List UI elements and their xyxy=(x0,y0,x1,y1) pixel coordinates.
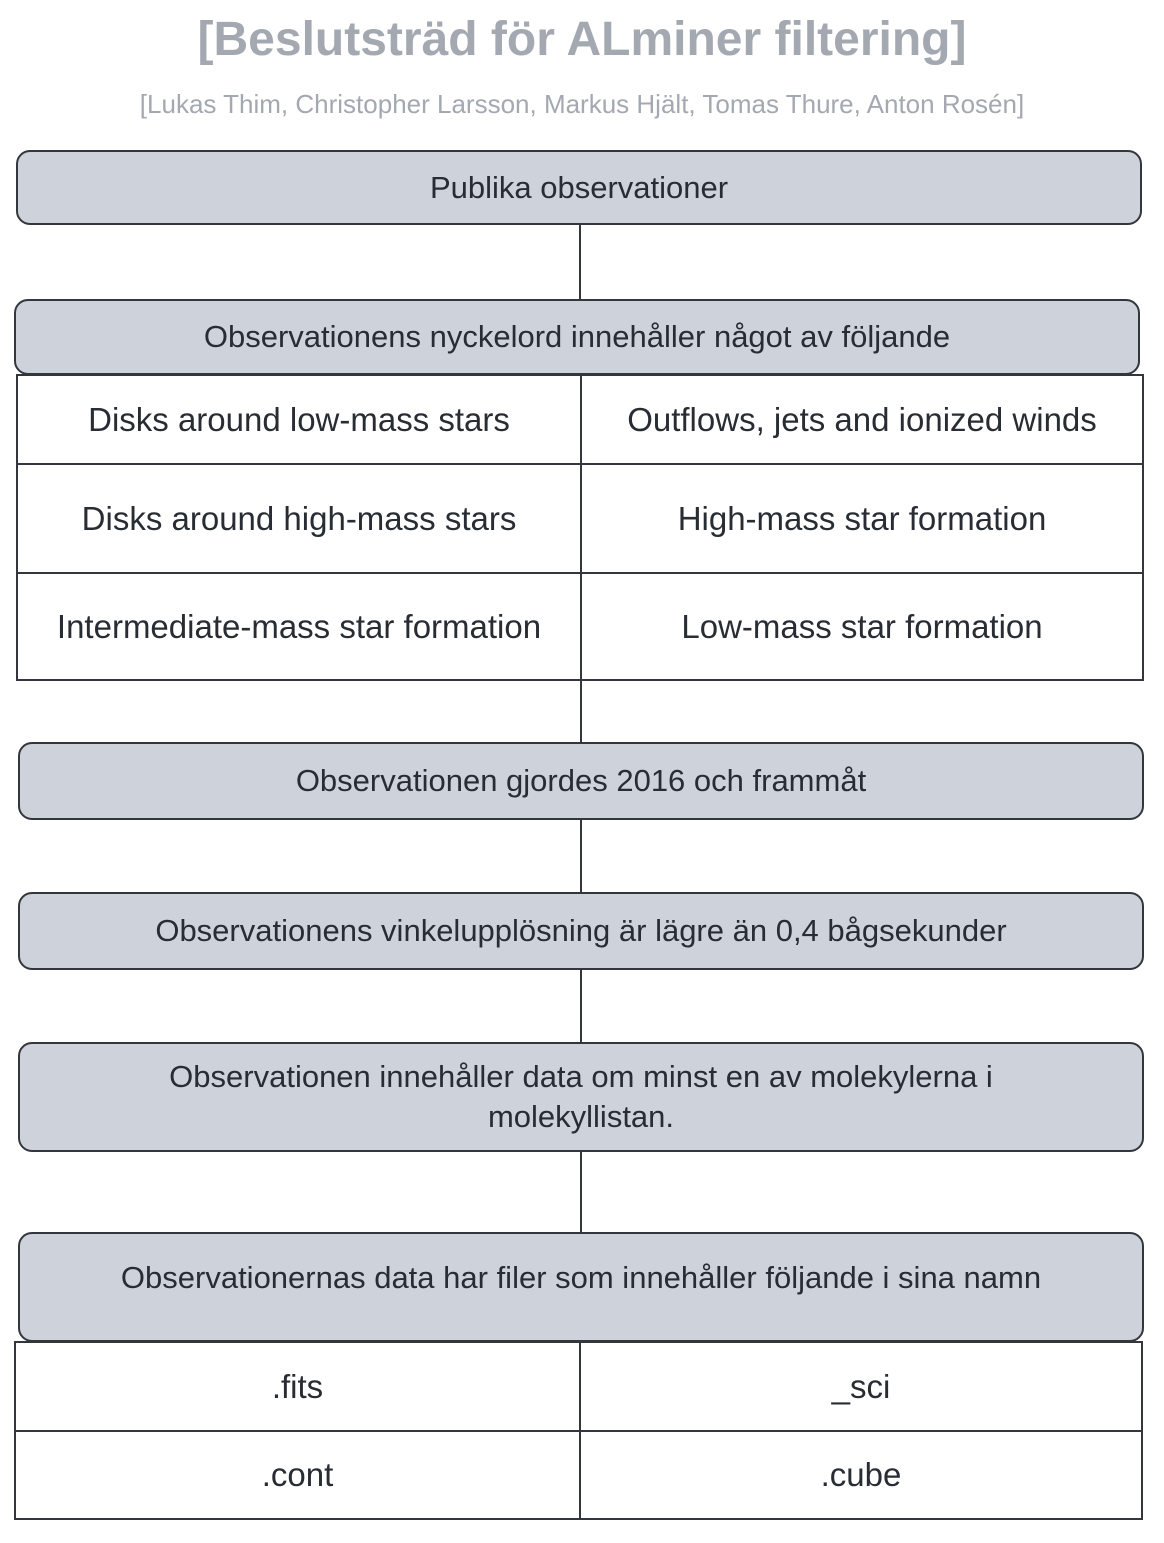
node-keywords: Observationens nyckelord innehåller någo… xyxy=(14,299,1140,375)
connector-2 xyxy=(580,681,582,743)
keyword-cell: Disks around low-mass stars xyxy=(16,374,582,465)
diagram-title: [Beslutsträd för ALminer filtering] xyxy=(197,13,967,66)
node-resolution: Observationens vinkelupplösning är lägre… xyxy=(18,892,1144,970)
node-public-observations: Publika observationer xyxy=(16,150,1142,225)
file-cell: .fits xyxy=(14,1341,581,1432)
keyword-cell: Outflows, jets and ionized winds xyxy=(580,374,1144,465)
node-filenames: Observationernas data har filer som inne… xyxy=(18,1232,1144,1342)
keyword-cell: High-mass star formation xyxy=(580,463,1144,574)
authors-line: [Lukas Thim, Christopher Larsson, Markus… xyxy=(139,89,1025,119)
connector-1 xyxy=(579,225,581,300)
node-year: Observationen gjordes 2016 och frammåt xyxy=(18,742,1144,820)
connector-3 xyxy=(580,820,582,893)
connector-4 xyxy=(580,970,582,1043)
connector-5 xyxy=(580,1152,582,1233)
keyword-cell: Low-mass star formation xyxy=(580,572,1144,681)
file-cell: .cont xyxy=(14,1430,581,1520)
file-cell: _sci xyxy=(579,1341,1143,1432)
keyword-cell: Disks around high-mass stars xyxy=(16,463,582,574)
keyword-cell: Intermediate-mass star formation xyxy=(16,572,582,681)
node-molecules: Observationen innehåller data om minst e… xyxy=(18,1042,1144,1152)
file-cell: .cube xyxy=(579,1430,1143,1520)
